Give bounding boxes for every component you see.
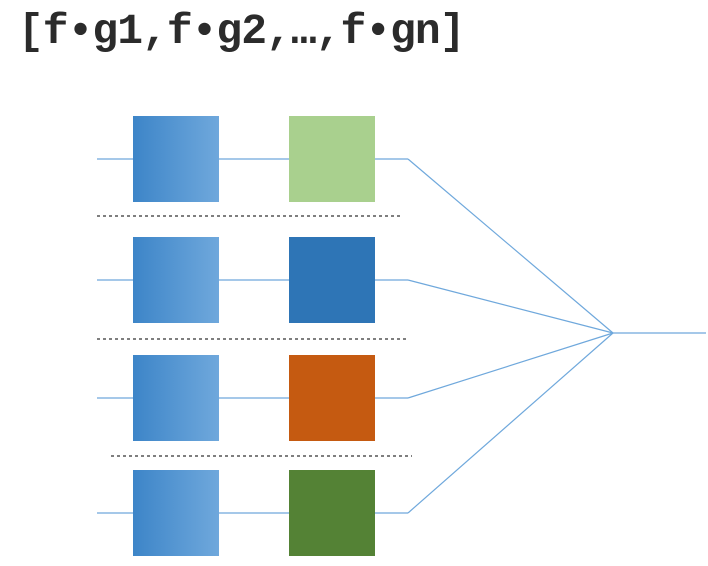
branch-row	[97, 470, 408, 556]
g-box	[289, 355, 375, 441]
dividers-layer	[97, 215, 412, 457]
merge-line	[407, 332, 614, 514]
formula-title: [f•g1,f•g2,…,f•gn]	[18, 7, 465, 56]
g-box	[289, 116, 375, 202]
merge-line	[407, 279, 614, 334]
rows-layer	[97, 116, 408, 556]
merge-layer	[407, 158, 706, 514]
f-box	[133, 116, 219, 202]
f-box	[133, 237, 219, 323]
f-box	[133, 470, 219, 556]
f-box	[133, 355, 219, 441]
g-box	[289, 470, 375, 556]
merge-line	[407, 332, 614, 399]
branch-row	[97, 116, 408, 202]
g-box	[289, 237, 375, 323]
branch-row	[97, 355, 408, 441]
branch-row	[97, 237, 408, 323]
merge-line	[407, 158, 614, 334]
